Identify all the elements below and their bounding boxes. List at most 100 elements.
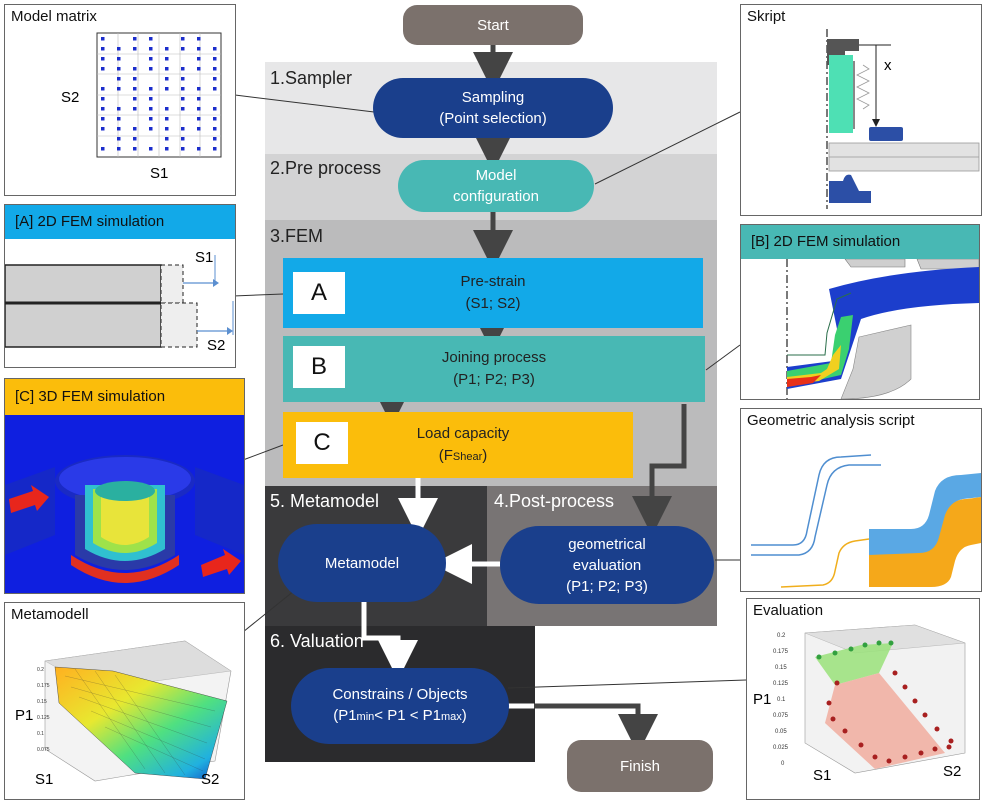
matrix-point — [133, 127, 137, 131]
sampling-node[interactable]: Sampling (Point selection) — [373, 78, 613, 138]
matrix-point — [197, 127, 201, 131]
geometric-title: Geometric analysis script — [747, 412, 915, 429]
model-matrix-panel: Model matrix S2 S1 — [4, 4, 236, 196]
matrix-point — [133, 67, 137, 71]
matrix-point — [101, 87, 105, 91]
skript-title: Skript — [747, 8, 786, 25]
geometric-drawing — [751, 454, 981, 588]
matrix-point — [149, 147, 153, 151]
skript-x-label: x — [884, 57, 892, 74]
matrix-point — [101, 117, 105, 121]
matrix-point — [197, 37, 201, 41]
matrix-point — [181, 107, 185, 111]
postprocess-node[interactable]: geometrical evaluation (P1; P2; P3) — [500, 526, 714, 604]
matrix-point — [197, 117, 201, 121]
preprocess-label: 2.Pre process — [270, 158, 382, 178]
matrix-point — [117, 127, 121, 131]
valuation-line1: Constrains / Objects — [332, 686, 468, 703]
matrix-point — [197, 147, 201, 151]
valuation-line2: (P1min< P1 < P1max) — [333, 707, 467, 724]
valuation-node[interactable]: Constrains / Objects (P1min< P1 < P1max) — [291, 668, 509, 744]
matrix-point — [197, 67, 201, 71]
model-matrix-points — [101, 37, 217, 151]
finish-label: Finish — [619, 757, 660, 775]
fem2d-a-s1: S1 — [195, 249, 214, 266]
fem-c-line1: Load capacity — [416, 424, 510, 442]
matrix-point — [165, 117, 169, 121]
svg-text:0.075: 0.075 — [37, 747, 50, 753]
svg-text:0: 0 — [781, 761, 785, 767]
matrix-point — [213, 107, 217, 111]
postprocess-line1: geometrical — [568, 535, 646, 553]
svg-text:0.125: 0.125 — [773, 681, 789, 687]
matrix-point — [133, 77, 137, 81]
postprocess-label: 4.Post-process — [494, 491, 615, 511]
matrix-point — [213, 87, 217, 91]
svg-text:0.025: 0.025 — [773, 745, 789, 751]
geometric-panel: Geometric analysis script — [740, 408, 982, 592]
fem-a-box[interactable]: Pre-strain (S1; S2) — [283, 258, 703, 328]
matrix-point — [165, 127, 169, 131]
matrix-point — [149, 57, 153, 61]
fem2d-a-title: [A] 2D FEM simulation — [5, 205, 235, 239]
svg-text:0.175: 0.175 — [773, 649, 789, 655]
matrix-point — [101, 97, 105, 101]
evaluation-title: Evaluation — [753, 602, 824, 619]
fem-b-box[interactable]: Joining process (P1; P2; P3) — [283, 336, 705, 402]
svg-text:0.1: 0.1 — [37, 731, 44, 737]
matrix-point — [197, 47, 201, 51]
evaluation-xlabel-s1: S1 — [813, 767, 832, 784]
matrix-point — [117, 47, 121, 51]
metamodel-node[interactable]: Metamodel — [278, 524, 446, 602]
fem-c-letter: C — [296, 422, 348, 464]
svg-text:0.125: 0.125 — [37, 715, 50, 721]
fem2d-a-drawing — [5, 255, 234, 348]
model-matrix-ylabel: S2 — [61, 89, 80, 106]
matrix-point — [133, 137, 137, 141]
matrix-point — [165, 137, 169, 141]
fem-a-line2: (S1; S2) — [465, 295, 521, 312]
svg-text:0.075: 0.075 — [773, 713, 789, 719]
matrix-point — [133, 147, 137, 151]
metamodell-ylabel: P1 — [15, 707, 34, 724]
matrix-point — [101, 147, 105, 151]
finish-node[interactable]: Finish — [567, 740, 713, 792]
matrix-point — [213, 57, 217, 61]
matrix-point — [133, 107, 137, 111]
matrix-point — [117, 67, 121, 71]
matrix-point — [149, 47, 153, 51]
metamodell-xlabel-s2: S2 — [201, 771, 220, 788]
model-config-line1: Model — [475, 167, 517, 184]
matrix-point — [117, 57, 121, 61]
metamodel-box-label: Metamodel — [324, 554, 400, 572]
matrix-point — [181, 77, 185, 81]
postprocess-line2: evaluation — [572, 556, 642, 574]
skript-panel: Skript x — [740, 4, 982, 216]
matrix-point — [117, 117, 121, 121]
matrix-point — [149, 117, 153, 121]
start-node[interactable]: Start — [403, 5, 583, 45]
evaluation-xlabel-s2: S2 — [943, 763, 962, 780]
fem2d-b-title: [B] 2D FEM simulation — [741, 225, 979, 259]
svg-text:0.175: 0.175 — [37, 683, 50, 689]
matrix-point — [181, 127, 185, 131]
matrix-point — [181, 137, 185, 141]
valuation-label: 6. Valuation — [270, 631, 364, 651]
svg-text:0.15: 0.15 — [37, 699, 47, 705]
matrix-point — [101, 127, 105, 131]
matrix-point — [213, 147, 217, 151]
matrix-point — [213, 127, 217, 131]
matrix-point — [101, 67, 105, 71]
fem2d-a-panel: [A] 2D FEM simulation S1 S2 — [4, 204, 236, 368]
matrix-point — [133, 47, 137, 51]
metamodel-label: 5. Metamodel — [270, 491, 380, 511]
fem3d-c-panel: [C] 3D FEM simulation — [4, 378, 245, 594]
matrix-point — [149, 107, 153, 111]
matrix-point — [165, 77, 169, 81]
model-config-node[interactable]: Model configuration — [398, 160, 594, 212]
matrix-point — [213, 117, 217, 121]
